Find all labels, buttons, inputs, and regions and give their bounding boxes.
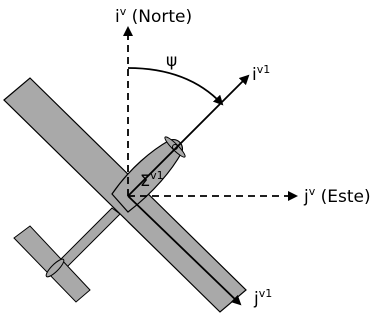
- body-y-axis-label: jv1: [253, 287, 272, 309]
- body-x-axis: [127, 74, 250, 197]
- body-x-axis-label: iv1: [252, 63, 270, 85]
- heading-angle-label: ψ: [166, 51, 177, 71]
- aircraft-vertical-fin: [45, 258, 65, 278]
- body-y-axis: [127, 195, 242, 306]
- aircraft-propeller: [164, 136, 186, 158]
- heading-angle-arc: [127, 67, 224, 106]
- north-axis-label: iv (Norte): [115, 5, 192, 27]
- aircraft-horizontal-stabilizer: [13, 225, 91, 303]
- east-axis-label: jv (Este): [303, 185, 371, 207]
- body-frame-label: Σv1: [140, 169, 164, 190]
